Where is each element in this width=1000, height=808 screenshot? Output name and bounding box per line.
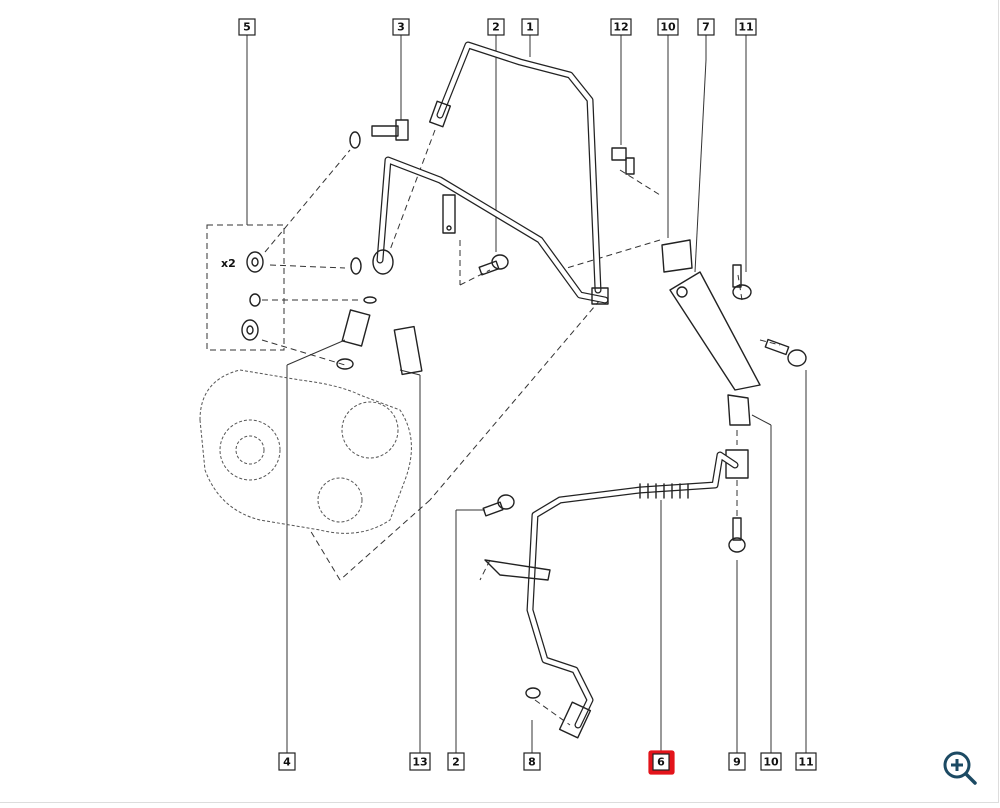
svg-text:8: 8 <box>528 756 536 769</box>
bolts <box>349 119 807 553</box>
callout-1[interactable]: 1 <box>521 18 539 36</box>
svg-text:4: 4 <box>283 756 291 769</box>
svg-text:12: 12 <box>613 21 628 34</box>
fittings <box>336 309 423 376</box>
svg-text:11: 11 <box>738 21 753 34</box>
svg-text:2: 2 <box>452 756 460 769</box>
svg-text:1: 1 <box>526 21 534 34</box>
pipe-middle <box>372 156 609 305</box>
svg-text:10: 10 <box>763 756 779 769</box>
svg-text:3: 3 <box>397 21 405 34</box>
gaskets <box>661 239 761 479</box>
kit-group-box <box>206 224 285 351</box>
callout-4[interactable]: 4 <box>278 752 296 771</box>
svg-text:2: 2 <box>492 21 500 34</box>
callouts-bottom: 4 13 2 8 6 9 10 11 <box>278 750 817 775</box>
callout-10[interactable]: 10 <box>657 18 679 36</box>
pipe-6 <box>484 451 739 739</box>
zoom-in-button[interactable] <box>940 748 980 788</box>
callout-8[interactable]: 8 <box>523 752 541 771</box>
callout-10-bottom[interactable]: 10 <box>760 752 782 771</box>
zoom-in-icon <box>943 751 977 785</box>
svg-text:6: 6 <box>657 756 665 769</box>
callouts-top: 5 3 2 1 12 10 7 11 <box>238 18 757 36</box>
seal-kit <box>241 251 264 341</box>
assembly-lines <box>261 129 781 726</box>
svg-text:13: 13 <box>412 756 427 769</box>
corrugated-section <box>639 483 689 499</box>
svg-text:11: 11 <box>798 756 813 769</box>
callout-9[interactable]: 9 <box>728 752 746 771</box>
callout-11[interactable]: 11 <box>735 18 757 36</box>
callout-6-highlighted[interactable]: 6 <box>648 750 675 775</box>
pipe-1 <box>428 41 602 294</box>
callout-11-bottom[interactable]: 11 <box>795 752 817 771</box>
svg-text:9: 9 <box>733 756 741 769</box>
turbocharger-outline <box>199 369 412 534</box>
callout-7[interactable]: 7 <box>697 18 715 36</box>
callout-3[interactable]: 3 <box>392 18 410 36</box>
svg-text:7: 7 <box>702 21 710 34</box>
leader-lines <box>246 35 807 753</box>
callout-13[interactable]: 13 <box>409 752 431 771</box>
callout-2-bottom[interactable]: 2 <box>447 752 465 771</box>
callout-2[interactable]: 2 <box>487 18 505 36</box>
callout-12[interactable]: 12 <box>610 18 632 36</box>
svg-text:10: 10 <box>660 21 676 34</box>
svg-text:5: 5 <box>243 21 251 34</box>
quantity-note: x2 <box>221 257 236 270</box>
callout-5[interactable]: 5 <box>238 18 256 36</box>
